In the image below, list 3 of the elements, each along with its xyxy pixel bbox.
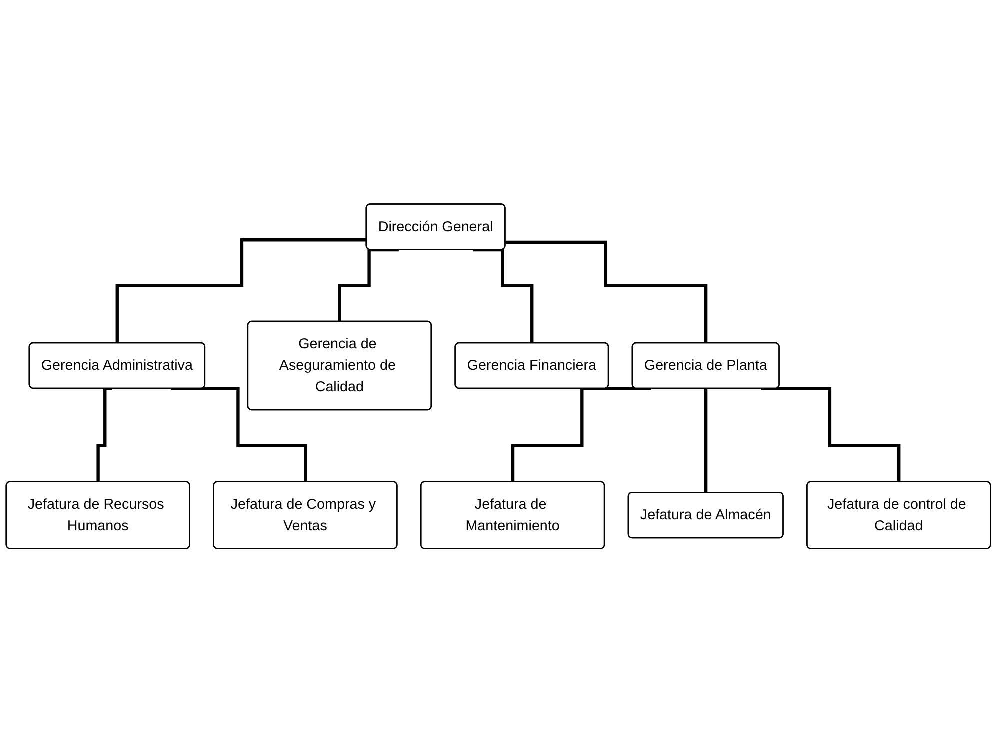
connector: [116, 238, 367, 345]
connector: [506, 240, 708, 345]
connector: [473, 248, 534, 345]
